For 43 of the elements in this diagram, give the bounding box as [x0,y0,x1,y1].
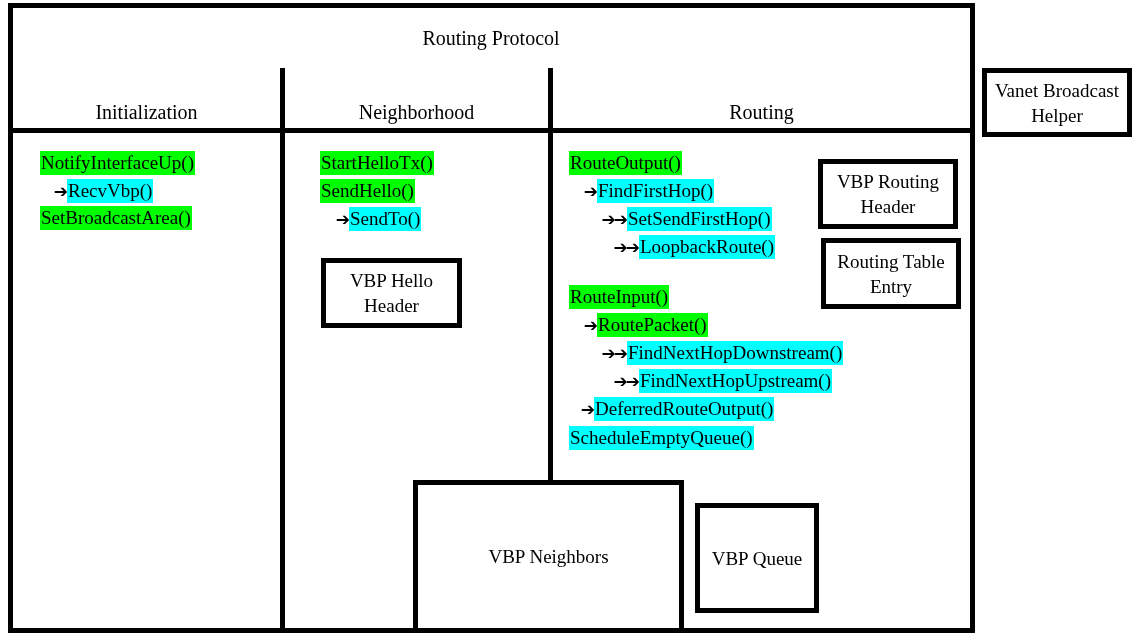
function-name: FindNextHopUpstream() [639,369,833,393]
call-depth-marker: ➔➔ [613,236,638,259]
function-name: StartHelloTx() [320,151,434,175]
function-name: RouteInput() [569,285,670,309]
class-box [821,238,961,309]
function-name: DeferredRouteOutput() [594,397,775,421]
function-name: FindFirstHop() [597,179,715,203]
box-label: VBP Routing Header [835,170,941,219]
column-panel [285,68,553,480]
call-depth-marker: ➔ [335,208,348,231]
function-name: SetSendFirstHop() [627,207,772,231]
box-label: VBP Queue [711,546,803,571]
class-box [695,503,819,613]
call-depth-marker: ➔ [580,398,593,421]
class-box [818,159,958,229]
function-name: ScheduleEmptyQueue() [569,426,754,450]
function-name: SendTo() [349,207,422,231]
box-label: VBP Neighbors [488,545,609,569]
function-name: RouteOutput() [569,151,682,175]
function-name: FindNextHopDownstream() [627,341,844,365]
call-depth-marker: ➔ [583,314,596,337]
frame-title: Routing Protocol [422,26,560,50]
column-heading: Routing [729,100,794,124]
function-name: NotifyInterfaceUp() [40,151,195,175]
class-box [321,258,462,328]
call-depth-marker: ➔ [53,180,66,203]
call-depth-marker: ➔➔ [601,342,626,365]
function-name: RecvVbp() [67,179,154,203]
call-depth-marker: ➔➔ [613,370,638,393]
column-heading: Initialization [95,100,198,124]
column-heading: Neighborhood [358,100,475,124]
class-box [982,68,1132,137]
box-label: Vanet Broadcast Helper [994,78,1120,128]
call-depth-marker: ➔ [583,180,596,203]
function-name: LoopbackRoute() [639,235,775,259]
box-label: Routing Table Entry [836,249,946,299]
diagram-frame [8,3,975,633]
function-name: RoutePacket() [597,313,708,337]
call-depth-marker: ➔➔ [601,208,626,231]
function-name: SetBroadcastArea() [40,206,192,230]
function-name: SendHello() [320,179,415,203]
column-panel [13,68,285,628]
box-label: VBP Hello Header [348,269,435,318]
